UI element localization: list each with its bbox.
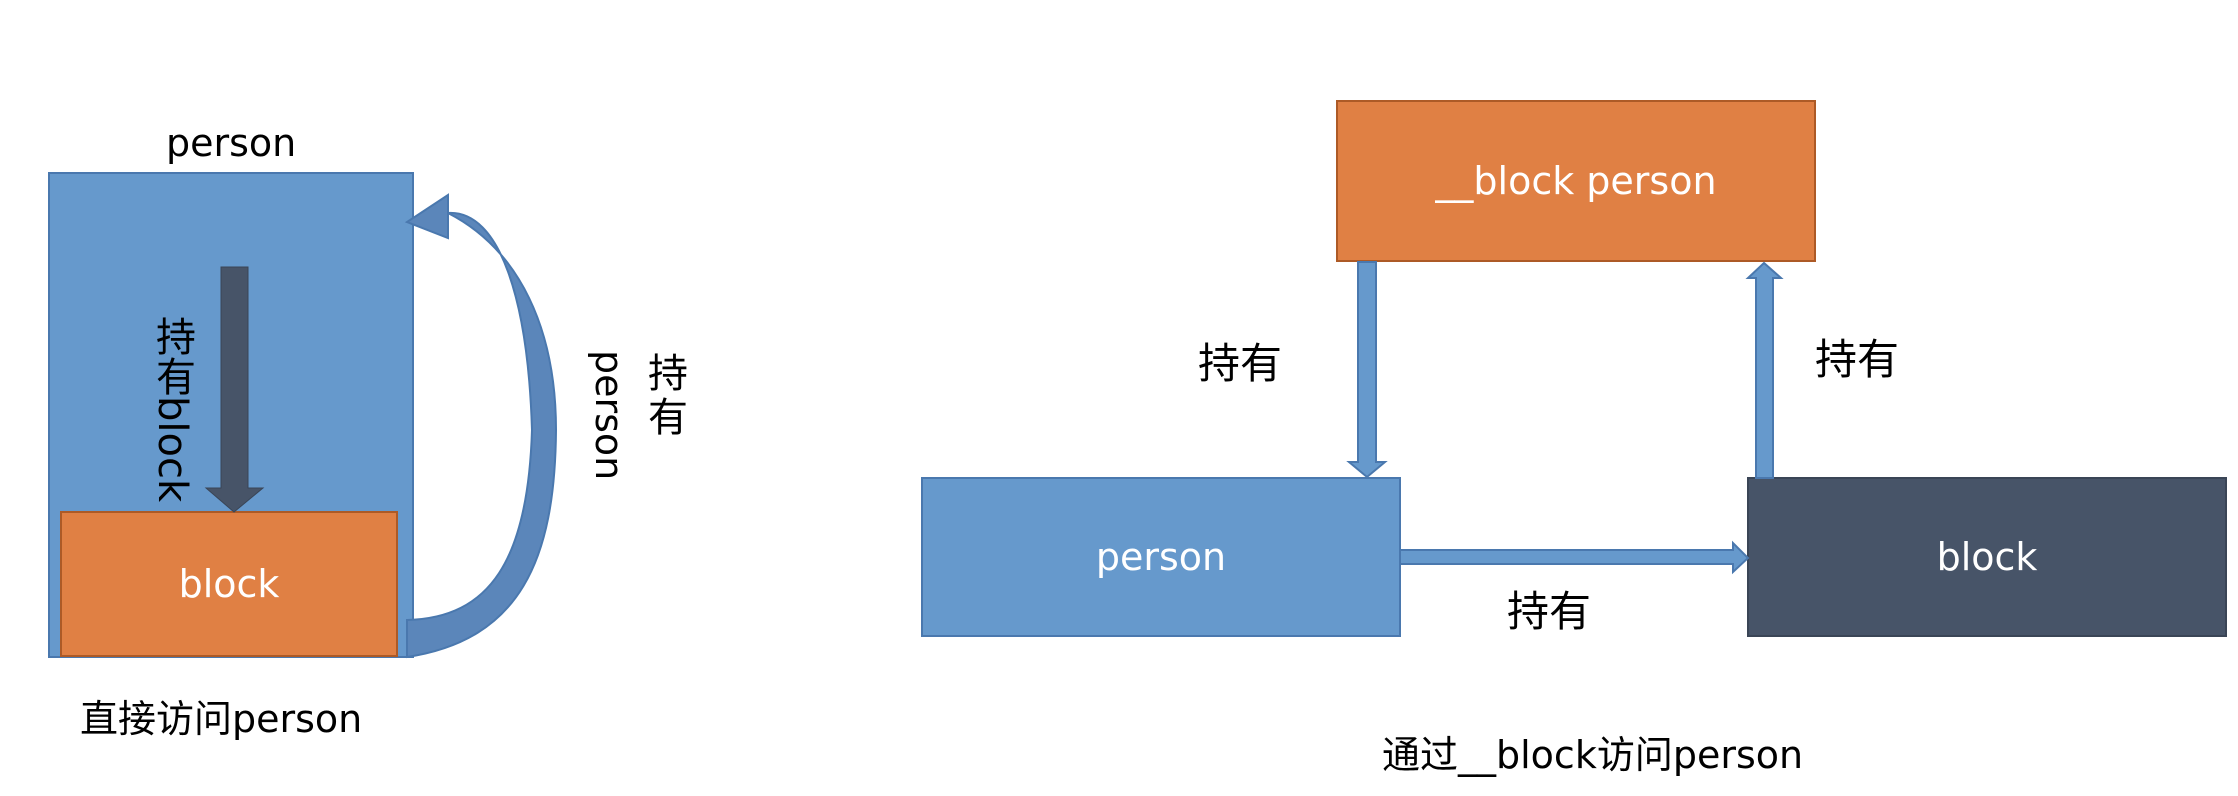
edge-label-top-to-left: 持有 — [1198, 339, 1283, 388]
right-caption: 通过__block访问person — [1382, 733, 1804, 777]
edge-label-left-to-right: 持有 — [1507, 587, 1592, 636]
curved-hold-person-arrow — [404, 193, 558, 659]
arrow-blockperson-to-person — [1346, 261, 1388, 479]
person-outer-label: person — [166, 121, 297, 165]
curved-hold-label: 持有 — [646, 352, 690, 440]
arrow-block-to-blockperson — [1745, 261, 1784, 479]
hold-block-label: 持有block — [149, 316, 195, 503]
block-person-box — [1336, 100, 1816, 262]
left-caption: 直接访问person — [80, 697, 363, 741]
person-box — [921, 477, 1401, 637]
block-person-label: __block person — [1435, 159, 1717, 203]
curved-person-label: person — [587, 350, 631, 481]
block-inner-label: block — [178, 562, 280, 606]
curved-hold-label-text: 持有 — [648, 351, 688, 441]
person-box-label: person — [1095, 535, 1227, 579]
block-inner-box — [60, 511, 398, 657]
block-box-label: block — [1936, 535, 2038, 579]
hold-block-arrow — [204, 266, 265, 513]
arrow-person-to-block — [1399, 540, 1750, 575]
edge-label-right-to-top: 持有 — [1815, 335, 1900, 384]
